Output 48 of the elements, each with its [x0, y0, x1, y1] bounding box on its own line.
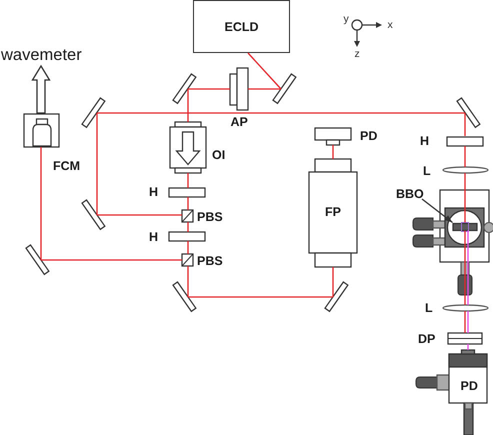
axis-label: z: [354, 48, 360, 60]
laser-beam: [467, 230, 469, 305]
component-label: FCM: [53, 159, 80, 173]
block-arrow: [31, 64, 51, 114]
laser-beam: [188, 296, 333, 298]
laser-beam: [464, 230, 466, 305]
component-label: OI: [212, 148, 226, 162]
axis-label: x: [388, 19, 393, 31]
component-label: H: [149, 230, 158, 244]
laser-beam: [464, 146, 466, 167]
laser-beam: [248, 88, 281, 90]
component-label: H: [420, 134, 430, 148]
crystal-bar: [452, 220, 478, 232]
laser-beam: [40, 147, 42, 260]
laser-beam: [187, 89, 189, 122]
laser-beam: [464, 311, 466, 333]
laser-beam: [96, 113, 98, 215]
laser-beam: [467, 344, 469, 350]
instrument-label: wavemeter: [1, 46, 82, 64]
component-label: PD: [460, 379, 478, 393]
laser-beam: [41, 259, 182, 261]
component-label: PD: [360, 129, 378, 143]
leader-arrow: [422, 198, 453, 224]
laser-beam: [467, 311, 469, 333]
laser-beam: [464, 173, 466, 222]
component-label: BBO: [396, 187, 424, 201]
component-label: AP: [230, 115, 248, 129]
laser-beam: [188, 88, 230, 90]
component-label: PBS: [197, 210, 223, 224]
component-label: DP: [418, 332, 436, 346]
axis-label: y: [344, 13, 349, 25]
component-label: PBS: [197, 254, 223, 268]
component-label: L: [425, 301, 433, 315]
component-box: ECLD: [193, 0, 290, 53]
laser-beam: [187, 173, 189, 188]
laser-beam: [248, 52, 282, 90]
laser-beam: [97, 112, 465, 114]
laser-beam: [187, 266, 189, 297]
laser-beam: [464, 113, 466, 136]
laser-beam: [187, 197, 189, 210]
laser-beam: [187, 222, 189, 232]
component-label: FP: [325, 205, 341, 219]
laser-beam: [187, 241, 189, 254]
laser-beam: [97, 214, 182, 216]
component-label: L: [423, 164, 431, 178]
laser-beam: [332, 267, 334, 297]
laser-beam: [332, 145, 334, 159]
component-label: H: [149, 185, 158, 199]
